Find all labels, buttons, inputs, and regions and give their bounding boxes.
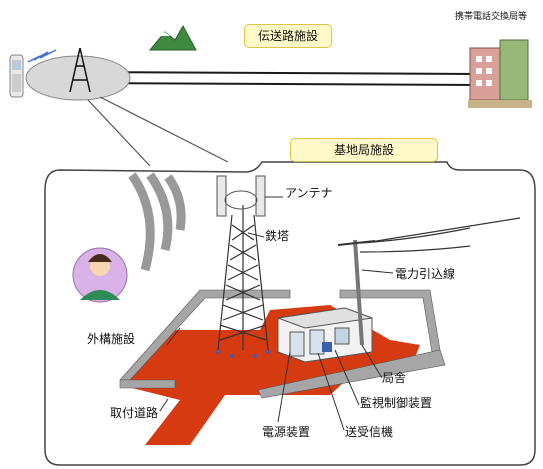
mobile-phone-icon <box>9 54 24 98</box>
antenna-icon <box>216 175 266 217</box>
lattice-tower <box>217 205 269 351</box>
antenna-label: アンテナ <box>285 186 333 200</box>
perimeter-wall <box>119 289 446 399</box>
exterior-facility-label: 外構施設 <box>87 332 136 346</box>
power-unit-label: 電源装置 <box>262 425 311 439</box>
callout-line <box>99 96 229 163</box>
monitor-control-label: 監視制御装置 <box>360 396 433 410</box>
person-icon <box>72 247 128 303</box>
exchange-label: 携帯電話交換局等 <box>455 12 528 22</box>
power-line-label: 電力引込線 <box>395 267 456 281</box>
mountain-icon <box>148 24 197 51</box>
transmission-line <box>79 82 481 86</box>
leader-line <box>159 196 394 431</box>
radio-wave-icon <box>128 172 186 272</box>
tower-label: 鉄塔 <box>265 229 290 243</box>
transceiver-label: 送受信機 <box>345 425 394 439</box>
tower-site-ellipse <box>25 55 131 101</box>
equipment-shelter <box>277 307 373 363</box>
radio-wave-icon <box>27 49 57 63</box>
exchange-building-icon <box>468 39 532 108</box>
access-road-label: 取付道路 <box>110 406 159 420</box>
base-station-facility-tag: 基地局施設 <box>290 138 438 162</box>
transmission-facility-tag: 伝送路施設 <box>244 24 332 48</box>
small-tower-icon <box>69 47 91 93</box>
transmission-line <box>79 71 481 75</box>
callout-line <box>87 99 151 167</box>
building-label: 局舎 <box>382 371 407 385</box>
utility-pole <box>337 217 521 346</box>
tower-footing <box>216 350 270 358</box>
